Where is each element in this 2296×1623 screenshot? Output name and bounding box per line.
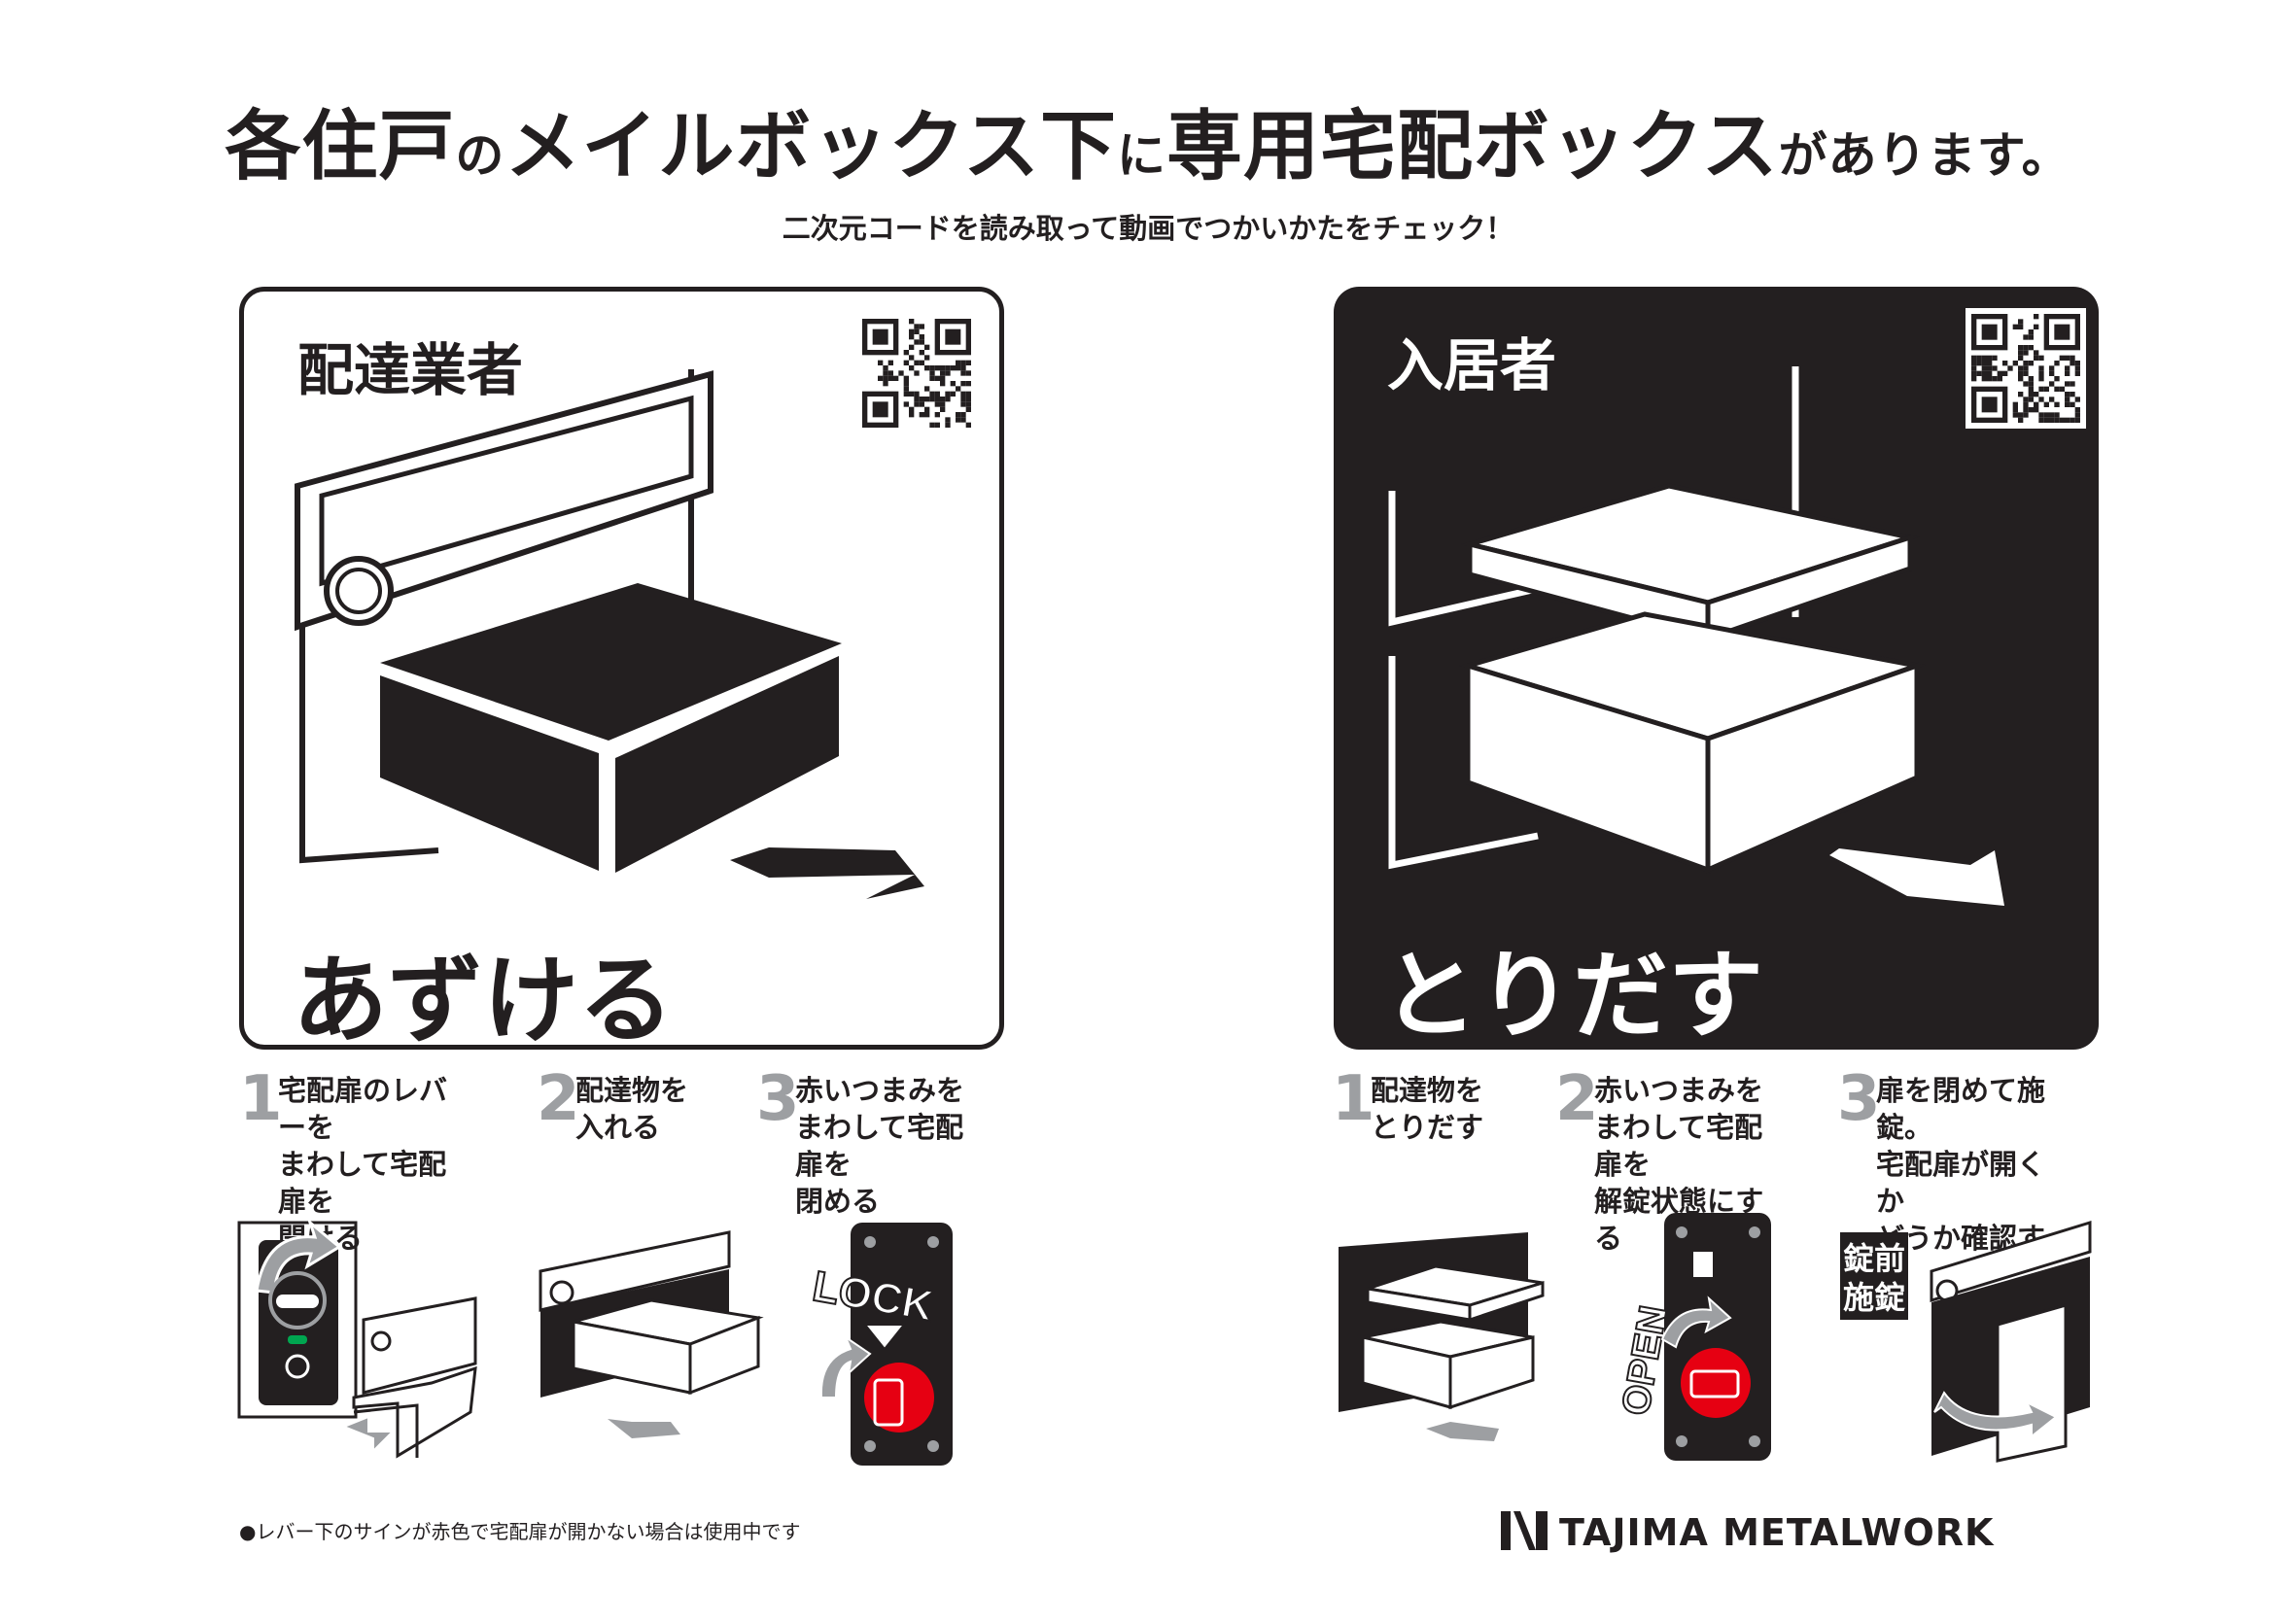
lock-badge xyxy=(1840,1232,1908,1320)
resident-label: 入居者 xyxy=(1387,332,1557,398)
step-text: 赤いつまみを まわして宅配扉を 閉める xyxy=(795,1074,965,1218)
deliverer-step-3: 3 赤いつまみを まわして宅配扉を 閉める xyxy=(756,1068,980,1218)
insert-arrow-icon xyxy=(608,1419,680,1438)
title-segment: があります。 xyxy=(1778,127,2071,184)
title-segment: の xyxy=(455,127,505,184)
resident-step-2: 2 赤いつまみを まわして宅配扉を 解錠状態にする xyxy=(1555,1068,1779,1255)
step-text: 配達物を とりだす xyxy=(1371,1074,1484,1144)
step-text: 赤いつまみを まわして宅配扉を 解錠状態にする xyxy=(1594,1074,1764,1255)
close-and-lock-illustration: 錠前 施錠 xyxy=(1840,1220,2092,1463)
step-number: 2 xyxy=(1555,1063,1599,1135)
deliverer-action: あずける xyxy=(293,946,675,1056)
qr-code-icon[interactable] xyxy=(1966,308,2086,429)
rotate-arrow-icon xyxy=(819,1334,872,1399)
title-segment: メイルボックス下 xyxy=(504,103,1117,190)
rotate-arrow-icon xyxy=(1660,1295,1732,1349)
title-segment: に xyxy=(1117,127,1166,184)
brand-mark-icon xyxy=(1501,1511,1548,1550)
footnote: ●レバー下のサインが赤色で宅配扉が開かない場合は使用中です xyxy=(239,1520,801,1543)
brand-name: TAJIMA METALWORK xyxy=(1559,1511,1995,1554)
lever-open-illustration xyxy=(237,1218,477,1459)
badge-line-2: 施錠 xyxy=(1843,1279,1905,1316)
resident-step-3: 3 扉を閉めて施錠。 宅配扉が開くか どうか確認する xyxy=(1837,1068,2061,1292)
step-number: 3 xyxy=(756,1063,800,1135)
step-number: 1 xyxy=(239,1063,283,1135)
takeout-arrow-icon xyxy=(1829,848,2004,906)
step-number: 2 xyxy=(537,1063,580,1135)
title-segment: 各住戸 xyxy=(225,103,456,190)
deliverer-label: 配達業者 xyxy=(297,337,524,403)
takeout-arrow-icon xyxy=(1426,1422,1499,1441)
unlock-knob-illustration: OPEN xyxy=(1614,1213,1771,1461)
resident-step-1: 1 配達物を とりだす xyxy=(1332,1068,1555,1198)
subtitle: 二次元コードを読み取って動画でつかいかたをチェック！ xyxy=(782,212,1514,245)
brand-logo: TAJIMA METALWORK xyxy=(1497,1509,2095,1554)
resident-action: とりだす xyxy=(1382,941,1764,1052)
deliverer-step-1: 1 宅配扉のレバーを まわして宅配扉を 開ける xyxy=(239,1068,463,1255)
deliverer-panel: 配達業者 あずける xyxy=(239,287,1004,1056)
insert-arrow-icon xyxy=(730,847,924,899)
step-number: 1 xyxy=(1332,1063,1375,1135)
deliverer-step-2: 2 配達物を 入れる xyxy=(537,1068,760,1198)
qr-code-icon[interactable] xyxy=(856,313,977,433)
swing-arrow-icon xyxy=(1933,1391,2058,1439)
rotate-arrow-icon xyxy=(255,1218,342,1295)
badge-line-1: 錠前 xyxy=(1843,1240,1905,1277)
takeout-parcel-illustration xyxy=(1339,1232,1545,1441)
status-indicator xyxy=(288,1335,307,1344)
page-title: 各住戸のメイルボックス下に専用宅配ボックスがあります。 xyxy=(0,86,2296,194)
takeout-illustration xyxy=(1388,366,2004,906)
insert-parcel-illustration xyxy=(539,1230,764,1438)
step-text: 配達物を 入れる xyxy=(575,1074,689,1144)
deposit-illustration xyxy=(295,369,924,899)
resident-panel: 入居者 とりだす xyxy=(1334,287,2099,1052)
step-number: 3 xyxy=(1837,1063,1881,1135)
lock-knob-illustration: LOCK xyxy=(808,1223,953,1466)
title-segment: 専用宅配ボックス xyxy=(1166,103,1779,190)
